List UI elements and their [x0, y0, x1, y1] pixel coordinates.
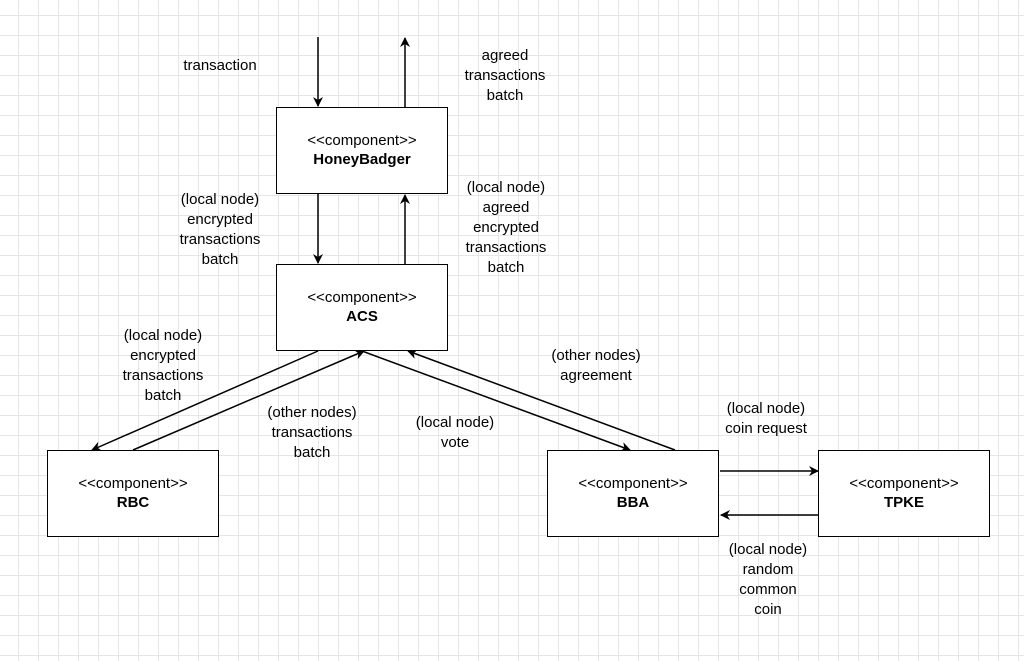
acs-stereotype: <<component>> — [307, 289, 417, 306]
label-line: batch — [201, 251, 239, 268]
label-line: transactions — [271, 424, 353, 441]
label-local-vote: (local node) vote — [395, 413, 515, 453]
label-line: agreed — [482, 199, 530, 216]
rbc-component: <<component>> RBC — [47, 450, 219, 537]
label-line: (local node) — [415, 414, 495, 431]
label-line: encrypted — [473, 219, 539, 236]
label-line: batch — [487, 259, 525, 276]
bba-name: BBA — [616, 494, 650, 511]
label-local-random-coin: (local node) random common coin — [706, 540, 830, 620]
arrow-acs-to-rbc — [91, 350, 319, 451]
label-line: transaction — [183, 57, 257, 74]
label-line: transactions — [122, 367, 204, 384]
arrow-acs-to-bba — [361, 350, 631, 452]
arrow-bba-to-acs — [407, 349, 676, 451]
label-line: random — [742, 561, 794, 578]
tpke-stereotype: <<component>> — [849, 475, 959, 492]
label-local-encrypted-to-rbc: (local node) encrypted transactions batc… — [101, 326, 225, 406]
label-line: common — [739, 581, 797, 598]
label-line: encrypted — [130, 347, 196, 364]
rbc-name: RBC — [116, 494, 150, 511]
tpke-component: <<component>> TPKE — [818, 450, 990, 537]
label-line: coin — [754, 601, 782, 618]
label-line: (local node) — [180, 191, 260, 208]
tpke-name: TPKE — [883, 494, 924, 511]
label-line: coin request — [725, 420, 807, 437]
bba-component: <<component>> BBA — [547, 450, 719, 537]
label-line: batch — [293, 444, 331, 461]
label-line: vote — [440, 434, 470, 451]
bba-stereotype: <<component>> — [578, 475, 688, 492]
label-line: (local node) — [123, 327, 203, 344]
label-line: (other nodes) — [551, 347, 641, 364]
honeybadger-stereotype: <<component>> — [307, 132, 417, 149]
label-line: encrypted — [187, 211, 253, 228]
label-line: agreed — [481, 47, 529, 64]
label-transaction: transaction — [162, 56, 278, 76]
label-line: (local node) — [728, 541, 808, 558]
label-other-agreement: (other nodes) agreement — [534, 346, 658, 386]
label-local-agreed-encrypted: (local node) agreed encrypted transactio… — [444, 178, 568, 278]
label-line: transactions — [465, 239, 547, 256]
label-line: (local node) — [726, 400, 806, 417]
rbc-stereotype: <<component>> — [78, 475, 188, 492]
label-line: agreement — [560, 367, 632, 384]
acs-name: ACS — [346, 308, 378, 325]
label-line: (other nodes) — [267, 404, 357, 421]
label-line: batch — [486, 87, 524, 104]
honeybadger-name: HoneyBadger — [313, 151, 411, 168]
label-line: transactions — [464, 67, 546, 84]
acs-component: <<component>> ACS — [276, 264, 448, 351]
label-other-transactions-batch: (other nodes) transactions batch — [250, 403, 374, 463]
label-line: batch — [144, 387, 182, 404]
label-line: (local node) — [466, 179, 546, 196]
arrow-rbc-to-acs — [132, 349, 365, 451]
label-local-encrypted-to-acs: (local node) encrypted transactions batc… — [158, 190, 282, 270]
label-line: transactions — [179, 231, 261, 248]
honeybadger-component: <<component>> HoneyBadger — [276, 107, 448, 194]
label-local-coin-request: (local node) coin request — [704, 399, 828, 439]
label-agreed-batch: agreed transactions batch — [445, 46, 565, 106]
